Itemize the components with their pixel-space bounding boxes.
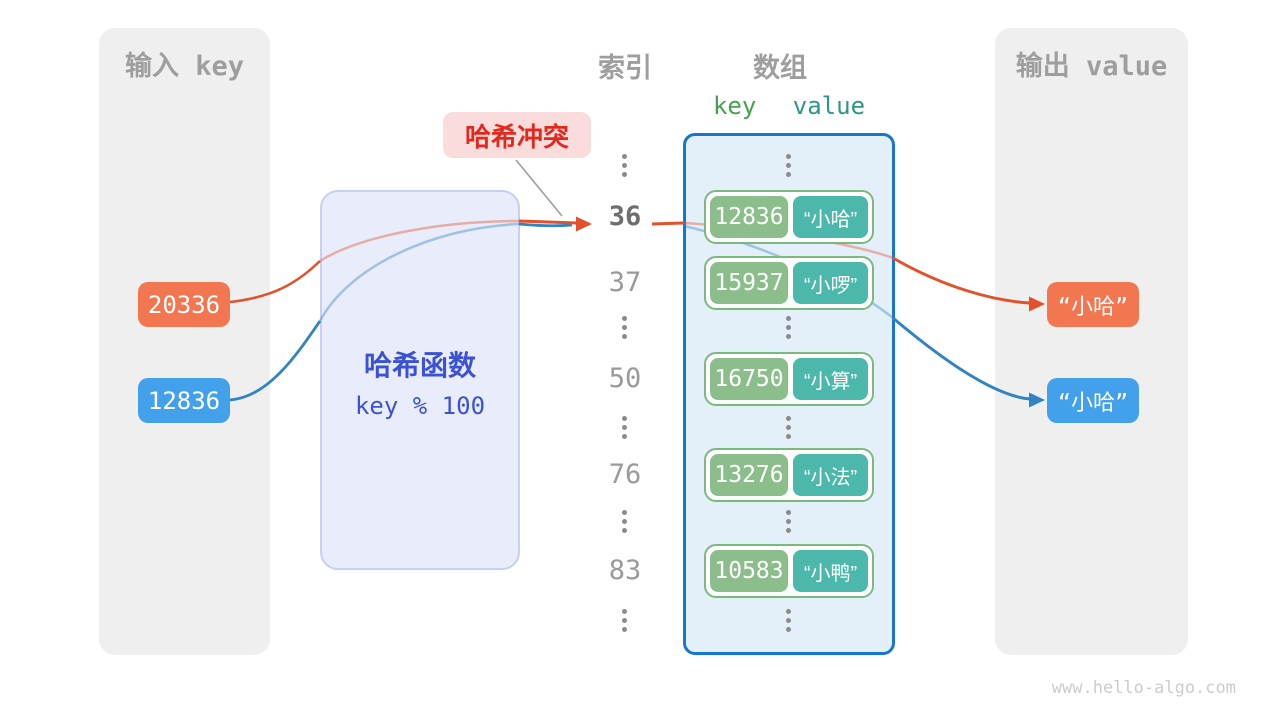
hash-function-box: 哈希函数 key % 100 bbox=[320, 190, 520, 570]
watermark: www.hello-algo.com bbox=[1051, 678, 1236, 698]
array-column-title: 数组 bbox=[753, 53, 807, 83]
pair-key: 16750 bbox=[710, 358, 788, 400]
hash-function-title: 哈希函数 bbox=[363, 350, 476, 381]
vertical-ellipsis-dots bbox=[622, 316, 627, 339]
input-key-12836: 12836 bbox=[138, 378, 230, 423]
value-header-label: value bbox=[792, 92, 866, 120]
pair-value: “小鸭” bbox=[793, 550, 868, 592]
pair-value: “小啰” bbox=[793, 262, 868, 304]
index-value-50: 50 bbox=[608, 363, 642, 394]
output-panel: 输出 value bbox=[995, 28, 1188, 655]
key-value-header: key value bbox=[683, 92, 895, 120]
pair-row-10583: 10583“小鸭” bbox=[704, 544, 874, 598]
index-value-36: 36 bbox=[608, 201, 642, 232]
output-value-orange: “小哈” bbox=[1047, 282, 1139, 327]
pair-value: “小法” bbox=[793, 454, 868, 496]
pair-key: 10583 bbox=[710, 550, 788, 592]
vertical-ellipsis-dots bbox=[786, 316, 791, 339]
vertical-ellipsis-dots bbox=[622, 609, 627, 632]
input-key-20336: 20336 bbox=[138, 282, 230, 327]
pair-row-15937: 15937“小啰” bbox=[704, 256, 874, 310]
hash-function-formula: key % 100 bbox=[354, 392, 486, 420]
curve-blue-hash-to-index bbox=[518, 222, 573, 228]
key-header-label: key bbox=[712, 92, 757, 120]
pair-key: 12836 bbox=[710, 196, 788, 238]
index-value-37: 37 bbox=[608, 267, 642, 298]
input-panel: 输入 key bbox=[99, 28, 270, 655]
vertical-ellipsis-dots bbox=[786, 154, 791, 177]
pair-value: “小哈” bbox=[793, 196, 868, 238]
hash-collision-label: 哈希冲突 bbox=[443, 112, 591, 158]
pair-value: “小算” bbox=[793, 358, 868, 400]
index-value-83: 83 bbox=[608, 555, 642, 586]
pair-key: 13276 bbox=[710, 454, 788, 496]
output-panel-title: 输出 value bbox=[1015, 51, 1168, 82]
vertical-ellipsis-dots bbox=[786, 609, 791, 632]
pair-row-16750: 16750“小算” bbox=[704, 352, 874, 406]
pair-row-12836: 12836“小哈” bbox=[704, 190, 874, 244]
pair-row-13276: 13276“小法” bbox=[704, 448, 874, 502]
vertical-ellipsis-dots bbox=[622, 510, 627, 533]
vertical-ellipsis-dots bbox=[786, 510, 791, 533]
pair-key: 15937 bbox=[710, 262, 788, 304]
index-value-76: 76 bbox=[608, 459, 642, 490]
vertical-ellipsis-dots bbox=[622, 416, 627, 439]
input-panel-title: 输入 key bbox=[124, 51, 245, 82]
index-column-title: 索引 bbox=[598, 53, 652, 83]
vertical-ellipsis-dots bbox=[622, 154, 627, 177]
curve-orange-hash-to-index bbox=[518, 219, 578, 225]
collision-connector-line bbox=[515, 159, 563, 217]
output-value-blue: “小哈” bbox=[1047, 378, 1139, 423]
vertical-ellipsis-dots bbox=[786, 416, 791, 439]
